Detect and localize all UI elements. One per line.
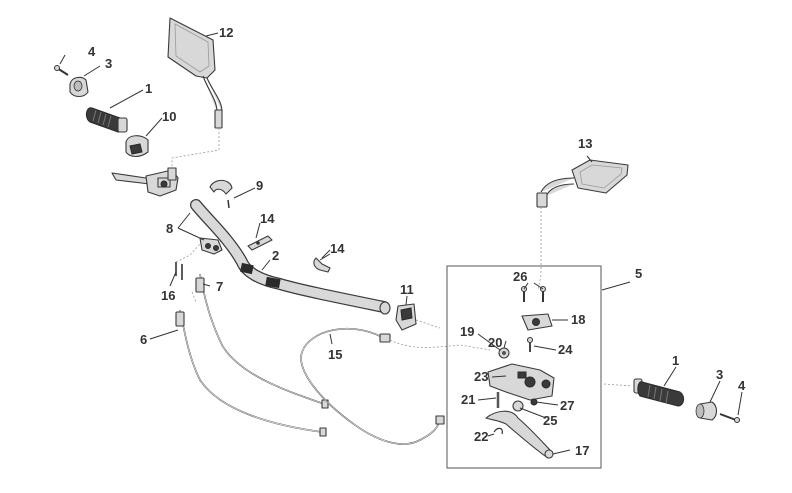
cable-clip-upper — [247, 235, 273, 251]
clutch-cable — [300, 327, 491, 445]
label-26: 26 — [513, 269, 527, 284]
throttle-bracket — [199, 237, 223, 255]
label-9: 9 — [256, 178, 263, 193]
right-switch-housing — [395, 303, 441, 331]
label-14-upper: 14 — [260, 211, 275, 226]
label-3-right: 3 — [716, 367, 723, 382]
label-1-left: 1 — [145, 81, 152, 96]
label-19: 19 — [460, 324, 474, 339]
label-27: 27 — [560, 398, 574, 413]
right-bar-end-screw — [719, 413, 741, 424]
brake-master-cylinder-parts — [485, 285, 555, 459]
throttle-screws — [175, 243, 201, 280]
label-6: 6 — [140, 332, 147, 347]
label-12: 12 — [219, 25, 233, 40]
leader-lines — [59, 32, 743, 455]
label-13: 13 — [578, 136, 592, 151]
handlebar — [190, 199, 391, 315]
label-14-lower: 14 — [330, 241, 345, 256]
left-bar-end-weight — [69, 76, 89, 98]
label-4-right: 4 — [738, 378, 746, 393]
brake-lever-assembly-box — [446, 265, 602, 469]
right-grip — [603, 378, 685, 407]
label-16: 16 — [161, 288, 175, 303]
label-3-left: 3 — [105, 56, 112, 71]
clutch-lever-perch — [111, 167, 179, 197]
part-number-labels: 1 2 3 4 5 6 7 8 9 10 11 12 13 14 14 15 1… — [88, 25, 746, 458]
label-20: 20 — [488, 335, 502, 350]
left-bar-end-screw — [53, 64, 69, 76]
label-24: 24 — [558, 342, 573, 357]
label-10: 10 — [162, 109, 176, 124]
left-switch-housing — [125, 135, 149, 158]
label-22: 22 — [474, 429, 488, 444]
label-2: 2 — [272, 248, 279, 263]
right-bar-end-weight — [695, 401, 718, 421]
right-mirror — [536, 159, 629, 291]
cable-clip-lower — [313, 253, 331, 273]
label-25: 25 — [543, 413, 557, 428]
label-17: 17 — [575, 443, 589, 458]
label-21: 21 — [461, 392, 475, 407]
label-7: 7 — [216, 279, 223, 294]
label-4-left: 4 — [88, 44, 96, 59]
left-grip — [85, 107, 128, 133]
label-15: 15 — [328, 347, 342, 362]
label-1-right: 1 — [672, 353, 679, 368]
throttle-cables — [175, 273, 329, 437]
label-11: 11 — [400, 282, 414, 297]
label-5: 5 — [635, 266, 642, 281]
label-18: 18 — [571, 312, 585, 327]
left-mirror — [167, 17, 223, 175]
handlebar-clamp-top — [209, 179, 233, 209]
label-8: 8 — [166, 221, 173, 236]
label-23: 23 — [474, 369, 488, 384]
